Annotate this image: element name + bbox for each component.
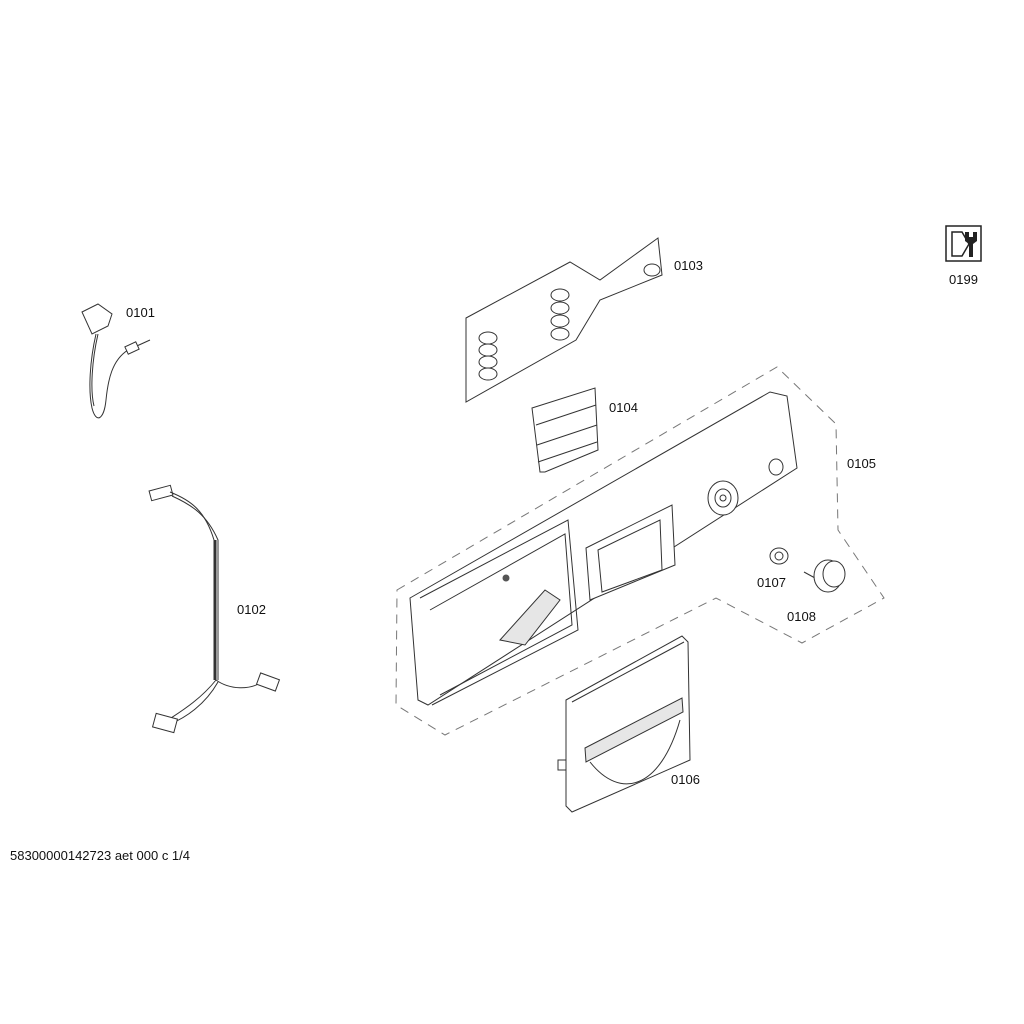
label-0103: 0103 [674,258,703,273]
part-0104-connector-block[interactable] [531,387,599,473]
label-0107: 0107 [757,575,786,590]
part-0107-knob-insert[interactable] [769,547,789,565]
label-0106: 0106 [671,772,700,787]
part-0108-knob[interactable] [803,559,846,593]
part-0102-wire-harness[interactable] [148,484,281,734]
document-footer-id: 58300000142723 aet 000 c 1/4 [10,848,191,863]
part-0106-dispenser-handle[interactable] [557,635,691,813]
part-0105-fascia-panel[interactable] [409,391,798,706]
part-0101-power-cord[interactable] [81,303,151,419]
label-0108: 0108 [787,609,816,624]
part-0105-group-outline [395,366,885,736]
label-0105: 0105 [847,456,876,471]
label-0102: 0102 [237,602,266,617]
label-0104: 0104 [609,400,638,415]
label-0199: 0199 [949,272,978,287]
part-0103-control-board[interactable] [465,237,663,403]
label-0101: 0101 [126,305,155,320]
service-wrench-icon [945,225,982,262]
